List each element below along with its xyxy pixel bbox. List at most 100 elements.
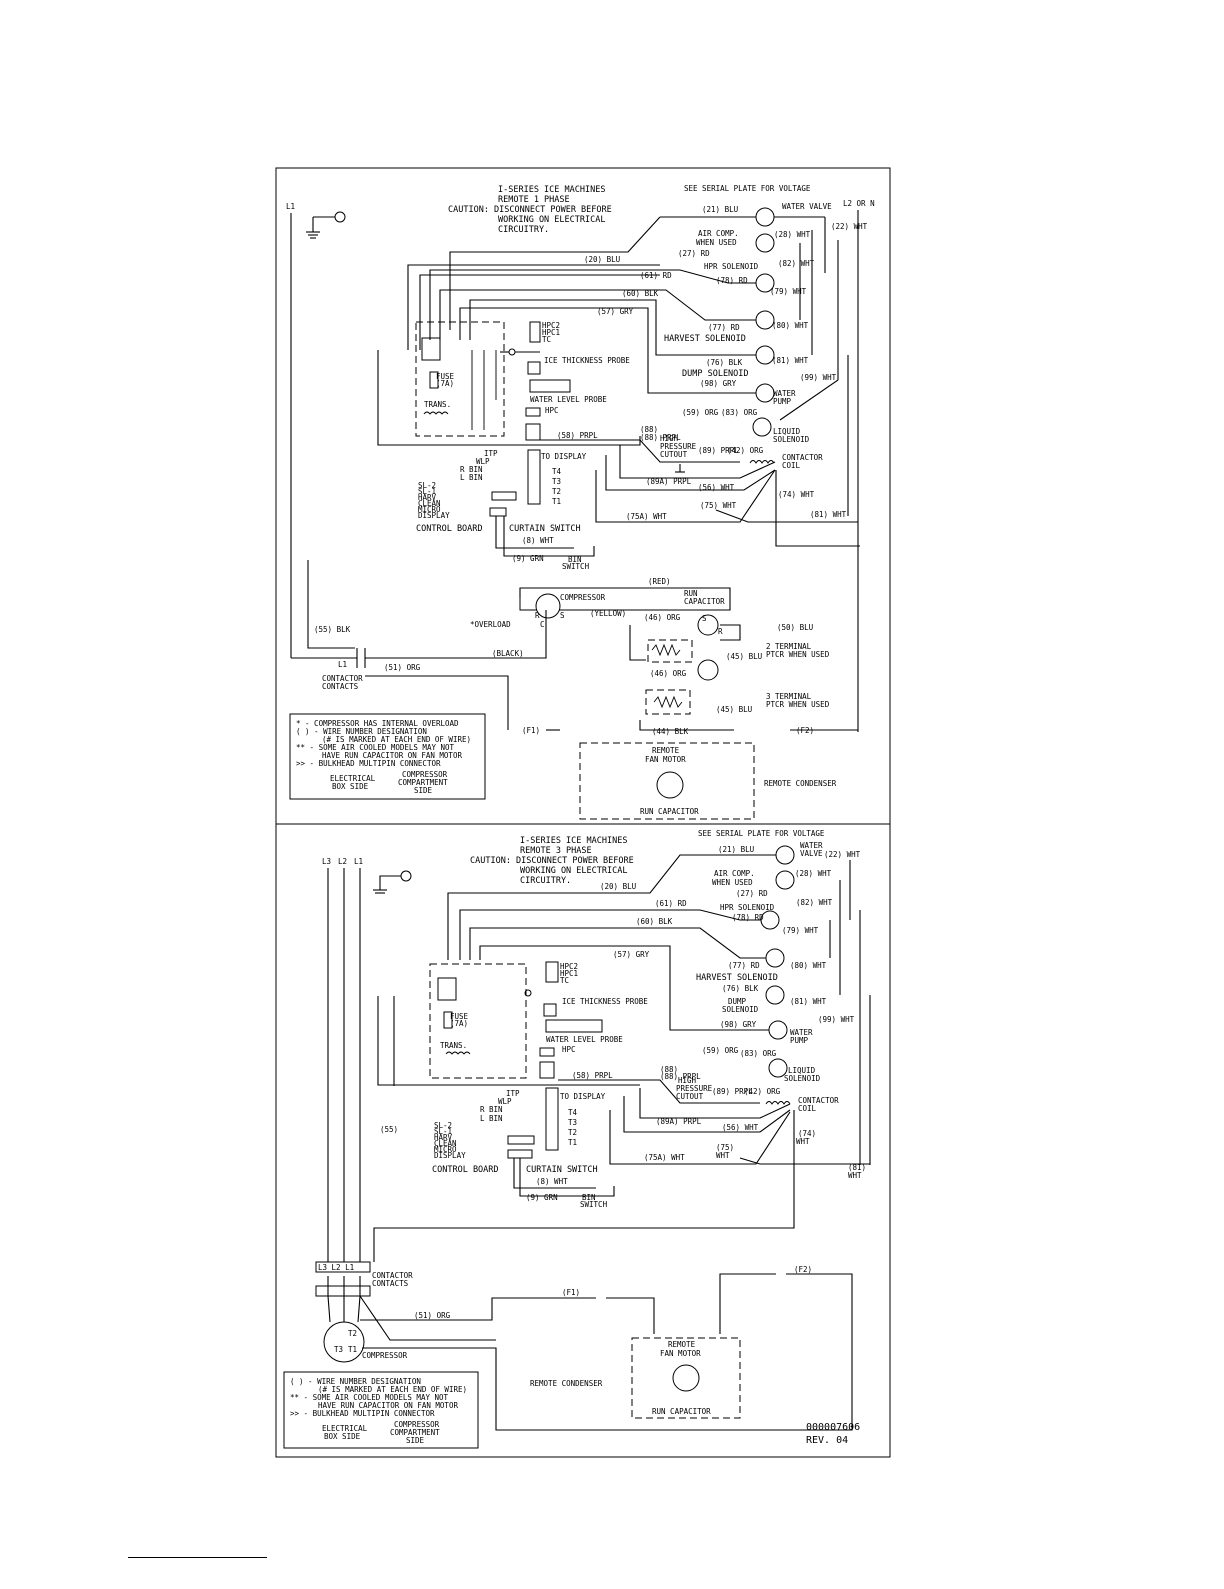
wire-black-label: (BLACK) <box>492 649 524 658</box>
svg-text:WATER: WATER <box>790 1028 813 1037</box>
svg-text:(82) WHT: (82) WHT <box>796 898 833 907</box>
svg-text:COIL: COIL <box>798 1104 817 1113</box>
top-remote-condenser-label: REMOTE CONDENSER <box>764 779 837 788</box>
wire-81b-label: (81) WHT <box>810 510 847 519</box>
bottom-caution-2: WORKING ON ELECTRICAL <box>520 866 627 876</box>
svg-text:PRESSURE: PRESSURE <box>676 1084 713 1093</box>
wire-21-label: (21) BLU <box>702 205 738 214</box>
svg-text:COMPRESSOR: COMPRESSOR <box>402 770 448 779</box>
svg-text:R BIN: R BIN <box>480 1105 503 1114</box>
top-l1-label: L1 <box>286 202 295 211</box>
svg-text:SL-1: SL-1 <box>434 1127 452 1136</box>
harvest-solenoid-label: HARVEST SOLENOID <box>664 334 746 344</box>
svg-text:(51) ORG: (51) ORG <box>414 1311 451 1320</box>
svg-text:COIL: COIL <box>782 461 801 470</box>
svg-text:CUTOUT: CUTOUT <box>660 450 688 459</box>
svg-text:** - SOME AIR COOLED MODELS MA: ** - SOME AIR COOLED MODELS MAY NOT <box>290 1393 449 1402</box>
svg-text:R BIN: R BIN <box>460 465 483 474</box>
wire-77-label: (77) RD <box>708 323 740 332</box>
svg-text:FAN MOTOR: FAN MOTOR <box>660 1349 701 1358</box>
svg-text:CUTOUT: CUTOUT <box>676 1092 704 1101</box>
wire-9-label: (9) GRN <box>512 554 544 563</box>
svg-text:COMPARTMENT: COMPARTMENT <box>398 778 448 787</box>
svg-text:TO DISPLAY: TO DISPLAY <box>560 1092 606 1101</box>
svg-text:HAVE RUN CAPACITOR ON FAN MOTO: HAVE RUN CAPACITOR ON FAN MOTOR <box>322 751 462 760</box>
top-hpc-plug <box>525 423 541 441</box>
svg-text:(# IS MARKED AT EACH END OF WI: (# IS MARKED AT EACH END OF WIRE) <box>318 1385 467 1394</box>
svg-text:(74): (74) <box>798 1129 816 1138</box>
svg-text:PTCR WHEN USED: PTCR WHEN USED <box>766 700 830 709</box>
svg-text:(77) RD: (77) RD <box>728 961 760 970</box>
svg-text:>> - BULKHEAD MULTIPIN CONNECT: >> - BULKHEAD MULTIPIN CONNECTOR <box>290 1409 435 1418</box>
svg-text:MICRO: MICRO <box>434 1145 457 1154</box>
svg-text:CONTACTS: CONTACTS <box>372 1279 409 1288</box>
svg-text:BIN: BIN <box>568 555 582 564</box>
svg-text:(98) GRY: (98) GRY <box>720 1020 757 1029</box>
top-title-2: REMOTE 1 PHASE <box>498 195 570 205</box>
svg-text:T3: T3 <box>568 1118 577 1127</box>
svg-text:(81) WHT: (81) WHT <box>790 997 827 1006</box>
svg-text:HARVEST SOLENOID: HARVEST SOLENOID <box>696 973 778 983</box>
svg-text:HIGH: HIGH <box>660 434 679 443</box>
svg-text:REMOTE: REMOTE <box>668 1340 696 1349</box>
wire-83-label: (83) ORG <box>721 408 758 417</box>
svg-text:HARV: HARV <box>434 1133 453 1142</box>
svg-text:BIN: BIN <box>582 1193 596 1202</box>
svg-text:SIDE: SIDE <box>406 1436 425 1445</box>
top-title-1: I-SERIES ICE MACHINES <box>498 185 605 195</box>
svg-text:WHEN USED: WHEN USED <box>712 878 753 887</box>
wire-50-label: (50) BLU <box>777 623 813 632</box>
svg-text:CLEAN: CLEAN <box>434 1139 457 1148</box>
top-control-board-outline <box>415 321 505 437</box>
svg-text:L3 L2 L1: L3 L2 L1 <box>318 1263 354 1272</box>
top-curtain-switch-plug <box>489 507 507 517</box>
top-compressor <box>535 593 561 619</box>
top-start-capacitor <box>697 659 719 681</box>
svg-text:T1: T1 <box>348 1345 357 1354</box>
wire-45-label: (45) BLU <box>726 652 762 661</box>
svg-text:L1: L1 <box>354 857 363 866</box>
liquid-solenoid-label-1: LIQUID <box>773 427 801 436</box>
wire-44-label: (44) BLK <box>652 727 689 736</box>
svg-text:( ) - WIRE NUMBER DESIGNATION: ( ) - WIRE NUMBER DESIGNATION <box>296 727 427 736</box>
bottom-title-2: REMOTE 3 PHASE <box>520 846 592 856</box>
top-hpc-label: HPC <box>545 406 559 415</box>
top-caution-1: CAUTION: DISCONNECT POWER BEFORE <box>448 205 612 215</box>
svg-text:HARV: HARV <box>418 493 437 502</box>
bottom-led-list: SL-2 SL-1 HARV CLEAN MICRO DISPLAY <box>434 1121 466 1160</box>
svg-text:(46) ORG: (46) ORG <box>650 669 687 678</box>
wire-89-label: (89) PRPL <box>698 446 739 455</box>
wire-27-label: (27) RD <box>678 249 710 258</box>
svg-text:DISPLAY: DISPLAY <box>418 511 450 520</box>
svg-text:(99) WHT: (99) WHT <box>818 1015 855 1024</box>
svg-text:ITP: ITP <box>506 1089 520 1098</box>
wire-57-label: (57) GRY <box>597 307 634 316</box>
svg-text:RUN CAPACITOR: RUN CAPACITOR <box>640 807 699 816</box>
wire-75-label: (75) WHT <box>700 501 737 510</box>
bottom-contactor-contacts <box>315 1261 371 1273</box>
wire-81-label: (81) WHT <box>772 356 809 365</box>
svg-text:CAPACITOR: CAPACITOR <box>684 597 725 606</box>
water-pump-label-2: PUMP <box>773 397 792 406</box>
ptcr-3-terminal <box>653 695 683 709</box>
svg-text:T4: T4 <box>552 467 562 476</box>
bottom-title-1: I-SERIES ICE MACHINES <box>520 836 627 846</box>
svg-text:(89) PRPL: (89) PRPL <box>712 1087 753 1096</box>
svg-text:LIQUID: LIQUID <box>788 1066 816 1075</box>
wire-yellow-label: (YELLOW) <box>590 609 626 618</box>
svg-text:S: S <box>560 611 565 620</box>
wire-8-label: (8) WHT <box>522 536 554 545</box>
wire-75a-label: (75A) WHT <box>626 512 667 521</box>
svg-text:(89A) PRPL: (89A) PRPL <box>656 1117 702 1126</box>
top-main-connector <box>421 337 441 361</box>
top-caution-2: WORKING ON ELECTRICAL <box>498 215 605 225</box>
bottom-diagram-frame <box>275 823 891 1458</box>
svg-text:(60) BLK: (60) BLK <box>636 917 673 926</box>
svg-text:(27) RD: (27) RD <box>736 889 768 898</box>
svg-text:COMPRESSOR: COMPRESSOR <box>394 1420 440 1429</box>
svg-text:ELECTRICAL: ELECTRICAL <box>330 774 376 783</box>
svg-text:RUN: RUN <box>684 589 698 598</box>
svg-text:MICRO: MICRO <box>418 505 441 514</box>
svg-text:PUMP: PUMP <box>790 1036 809 1045</box>
